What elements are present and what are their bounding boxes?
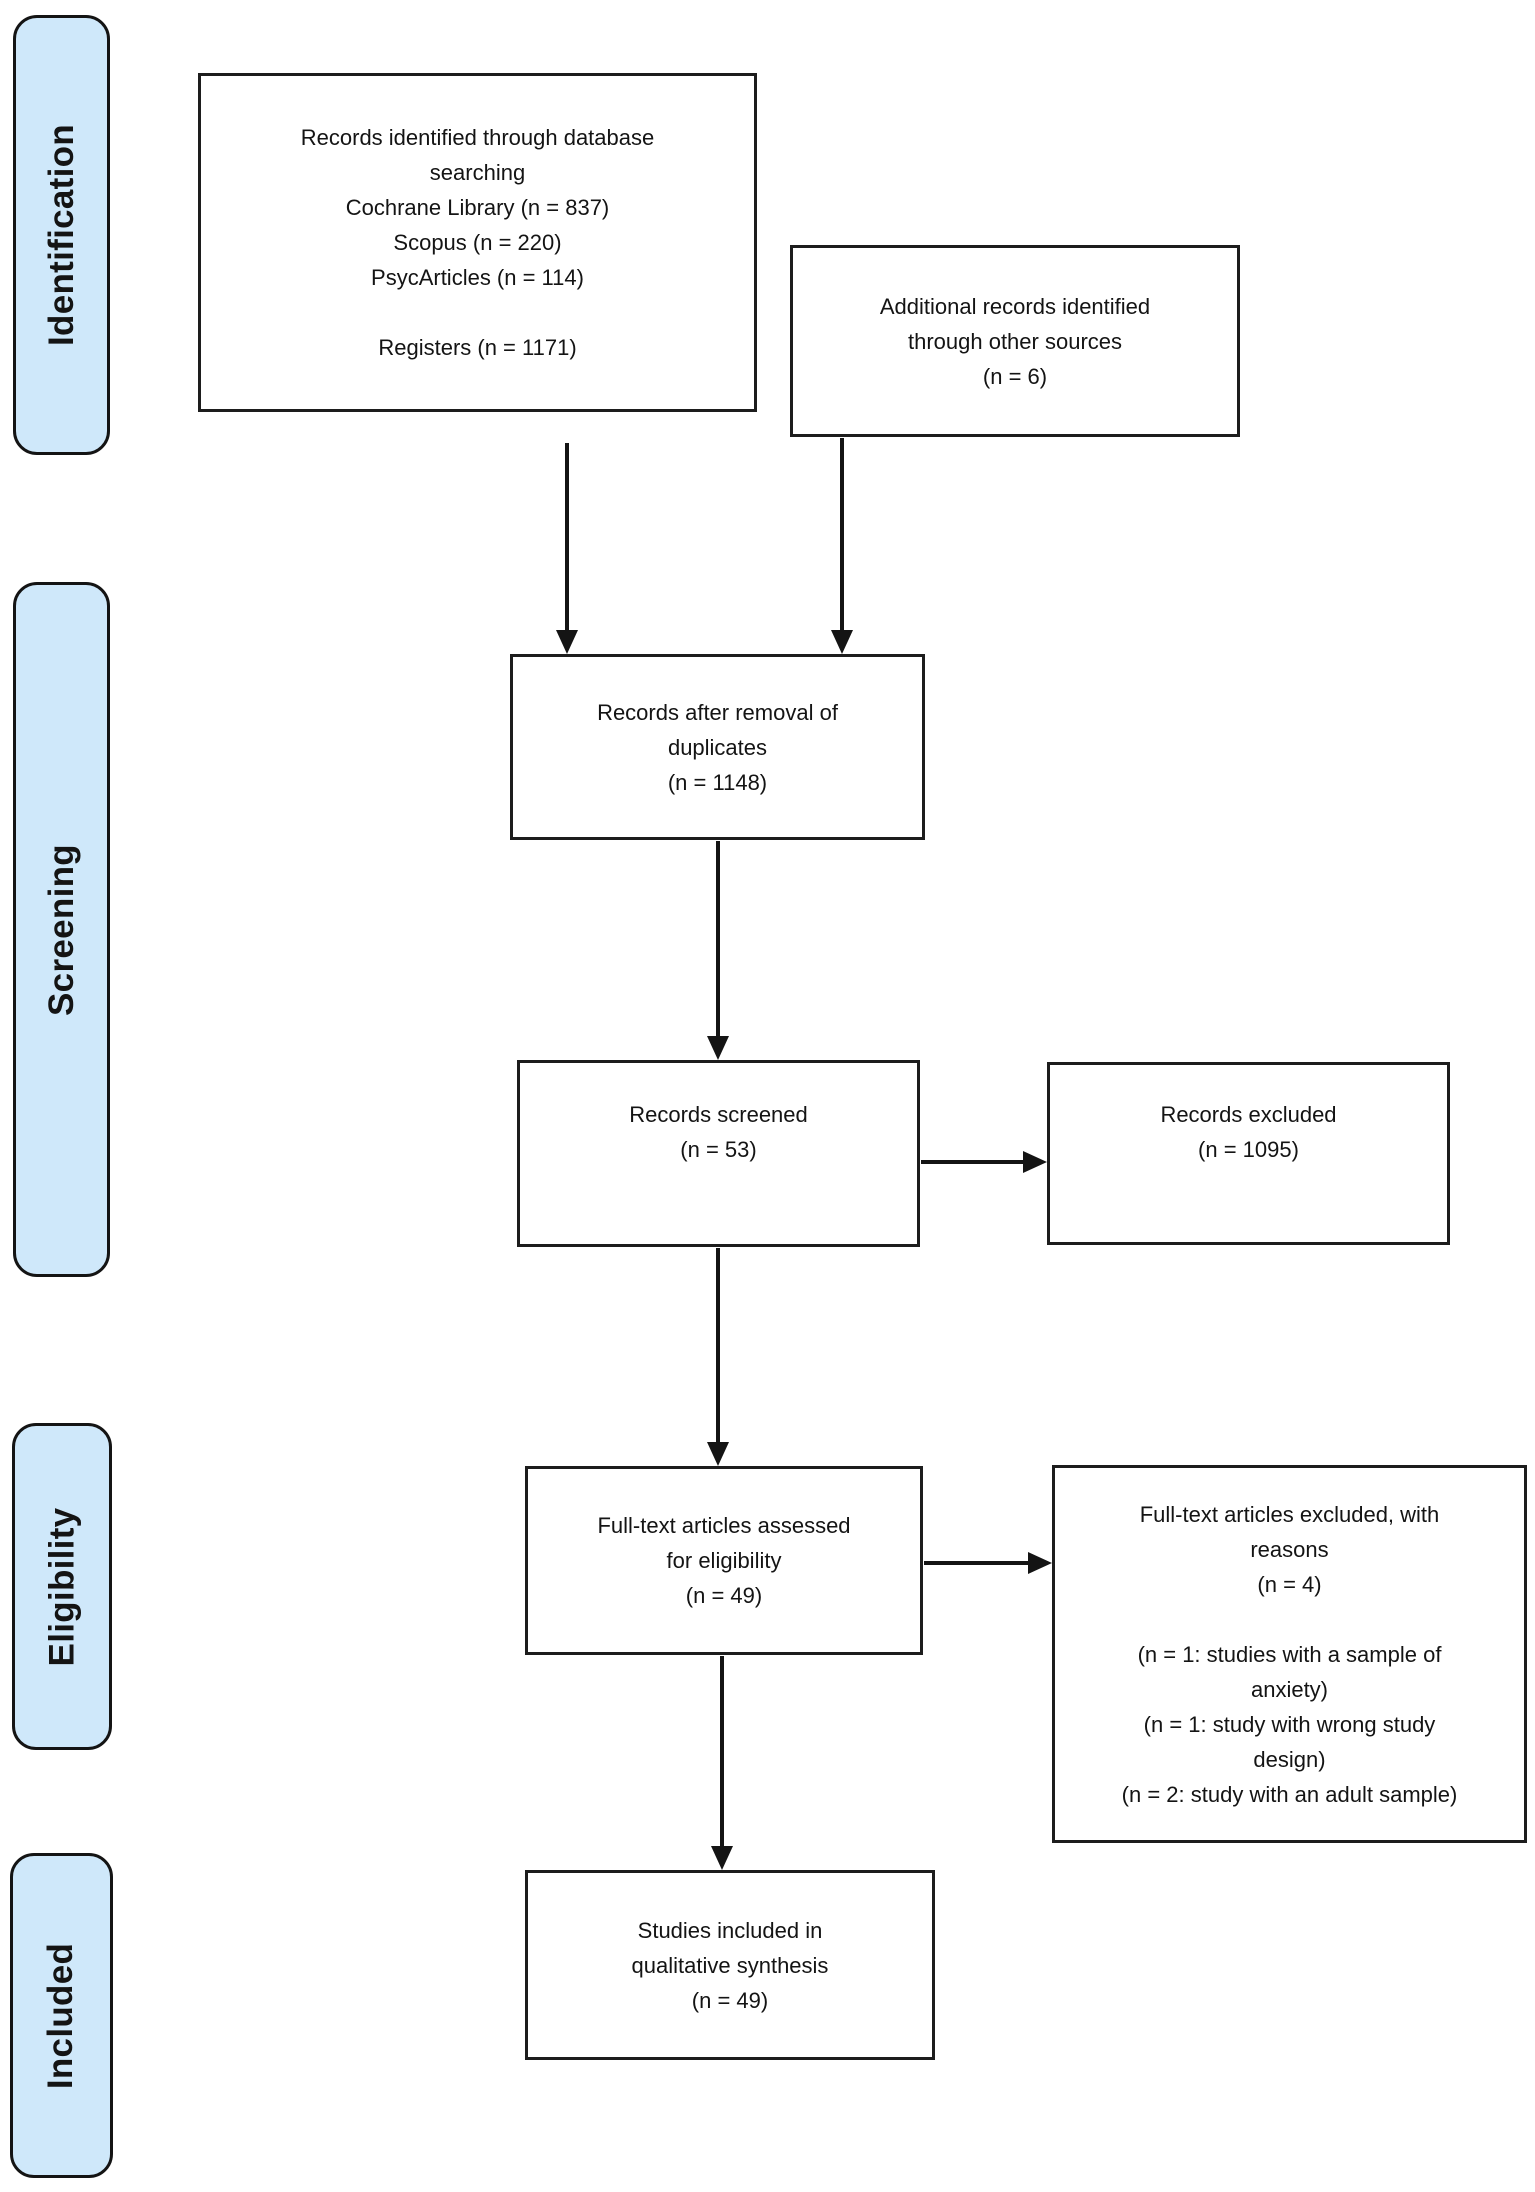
- box-line: Records after removal of: [597, 699, 838, 725]
- box-line: (n = 53): [680, 1136, 757, 1162]
- box-line: Registers (n = 1171): [378, 335, 577, 360]
- box-line: qualitative synthesis: [631, 1952, 829, 1978]
- box-line: (n = 1095): [1198, 1136, 1299, 1162]
- box-line: PsycArticles (n = 114): [371, 265, 584, 290]
- box-line: through other sources: [907, 328, 1123, 354]
- box-line: (n = 1148): [667, 769, 768, 795]
- arrow-screened-to-excluded: [921, 1151, 1047, 1173]
- stage-label-included: Included: [10, 1853, 113, 2178]
- box-line: Studies included in: [637, 1917, 823, 1943]
- box-line: Additional records identified: [879, 293, 1151, 319]
- box-line: (n = 2: study with an adult sample): [1121, 1781, 1458, 1807]
- box-line: Records excluded: [1160, 1101, 1337, 1127]
- box-line: Records screened: [629, 1101, 808, 1127]
- box-line: anxiety): [1250, 1676, 1329, 1702]
- flow-box-records-after-duplicates: Records after removal of duplicates (n =…: [510, 654, 925, 840]
- box-line: Scopus (n = 220): [393, 230, 562, 255]
- flow-box-studies-included: Studies included in qualitative synthesi…: [525, 1870, 935, 2060]
- stage-label-eligibility: Eligibility: [12, 1423, 112, 1750]
- arrow-fulltext-to-excluded: [924, 1552, 1052, 1574]
- arrow-screened-to-fulltext: [707, 1248, 729, 1466]
- box-line: (n = 1: studies with a sample of: [1137, 1641, 1442, 1667]
- box-line: (n = 6): [982, 363, 1048, 389]
- box-line: Records identified through database: [300, 125, 655, 150]
- box-line: design): [1253, 1746, 1326, 1772]
- box-line: for eligibility: [666, 1548, 782, 1573]
- arrow-duplicates-to-screened: [707, 841, 729, 1060]
- stage-label-identification: Identification: [13, 15, 110, 455]
- flow-box-fulltext-excluded: Full-text articles excluded, with reason…: [1052, 1465, 1527, 1843]
- arrow-fulltext-to-included: [711, 1656, 733, 1870]
- flow-box-fulltext-assessed: Full-text articles assessed for eligibil…: [525, 1466, 923, 1655]
- box-line: (n = 4): [1257, 1571, 1322, 1597]
- flow-box-records-screened: Records screened (n = 53): [517, 1060, 920, 1247]
- flow-box-records-identified: Records identified through database sear…: [198, 73, 757, 412]
- box-line: (n = 1: study with wrong study: [1143, 1711, 1436, 1737]
- arrow-additional-to-duplicates: [831, 438, 853, 654]
- box-line: searching: [429, 160, 526, 185]
- flow-box-records-excluded: Records excluded (n = 1095): [1047, 1062, 1450, 1245]
- box-line: Full-text articles assessed: [597, 1513, 851, 1538]
- box-line: reasons: [1250, 1536, 1329, 1562]
- arrow-identified-to-duplicates: [556, 443, 578, 654]
- stage-label-screening: Screening: [13, 582, 110, 1277]
- flow-box-additional-records: Additional records identified through ot…: [790, 245, 1240, 437]
- box-line: (n = 49): [685, 1583, 763, 1608]
- box-line: (n = 49): [691, 1987, 769, 2013]
- box-line: Full-text articles excluded, with: [1139, 1501, 1440, 1527]
- box-line: Cochrane Library (n = 837): [345, 195, 610, 220]
- box-line: duplicates: [667, 734, 768, 760]
